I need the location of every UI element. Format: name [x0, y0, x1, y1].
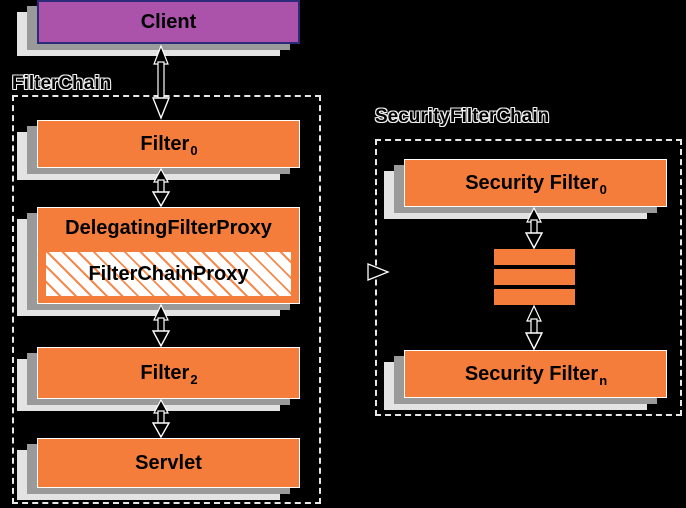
node-filter0[interactable]: Filter0 — [37, 120, 300, 168]
node-security-filter0-text: Security Filter — [465, 172, 599, 194]
node-security-filtern-text: Security Filter — [464, 363, 599, 385]
node-filter0-subscript: 0 — [190, 143, 198, 158]
connector-delegating-to-filter2 — [147, 304, 175, 347]
node-security-filter0-subscript: 0 — [599, 182, 607, 197]
node-security-filtern[interactable]: Security Filtern — [404, 350, 667, 398]
node-filter2[interactable]: Filter2 — [37, 347, 300, 399]
connector-securityfilter0-to-bars — [520, 207, 548, 249]
mini-bar-3 — [494, 289, 575, 305]
node-security-filtern-subscript: n — [599, 373, 608, 388]
mini-bar-1 — [494, 249, 575, 265]
arrow-filterchainproxy-to-securityfilterchain — [366, 262, 390, 287]
node-security-filter0-label: Security Filter0 — [465, 172, 607, 196]
mini-bar-2 — [494, 269, 575, 285]
node-client-label: Client — [140, 11, 197, 33]
node-filter0-label: Filter0 — [140, 133, 197, 157]
node-client[interactable]: Client — [37, 0, 300, 44]
node-security-filtern-label: Security Filtern — [464, 363, 607, 387]
group-filter-chain — [12, 95, 321, 504]
connector-client-to-filter0 — [147, 44, 175, 120]
group-security-filter-chain-label: SecurityFilterChain — [375, 106, 550, 127]
connector-filter0-to-delegating — [147, 168, 175, 207]
connector-bars-to-securityfiltern — [520, 305, 548, 350]
group-filter-chain-label: FilterChain — [12, 73, 112, 94]
node-delegating-filter-proxy-label: DelegatingFilterProxy — [65, 217, 272, 239]
node-filter2-label: Filter2 — [140, 362, 197, 386]
node-servlet-label: Servlet — [135, 452, 202, 474]
node-filter-chain-proxy[interactable]: FilterChainProxy — [44, 250, 293, 298]
node-filter2-text: Filter — [140, 362, 190, 384]
node-filter-chain-proxy-label: FilterChainProxy — [88, 263, 249, 285]
connector-filter2-to-servlet — [147, 399, 175, 438]
node-security-filter0[interactable]: Security Filter0 — [404, 159, 667, 207]
node-servlet[interactable]: Servlet — [37, 438, 300, 488]
node-filter2-subscript: 2 — [190, 372, 198, 387]
node-filter0-text: Filter — [140, 133, 190, 155]
